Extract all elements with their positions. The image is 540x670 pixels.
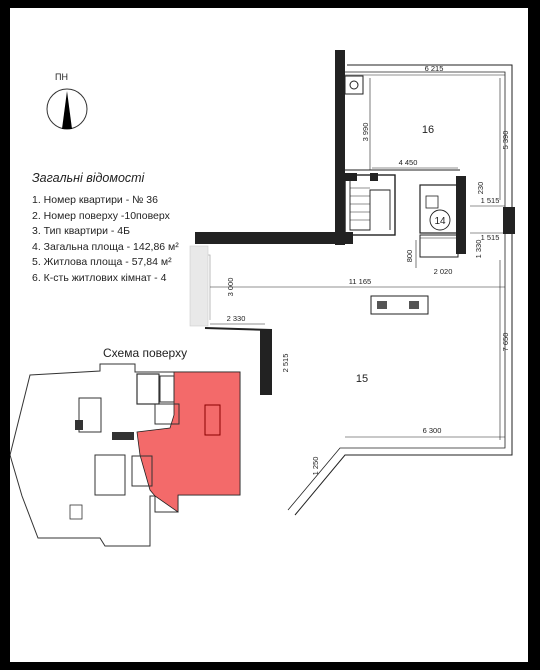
dim-2515: 2 515	[281, 354, 290, 373]
wall-block	[370, 173, 378, 181]
sink-icon	[377, 301, 387, 309]
info-item: 5. Житлова площа - 57,84 м²	[32, 256, 172, 269]
dim-1330: 1 330	[474, 240, 483, 259]
main-plan	[189, 50, 515, 516]
scheme-wall-block	[112, 432, 134, 440]
dim-1515b: 1 515	[481, 233, 500, 242]
scheme-small-room	[69, 504, 83, 520]
dim-3990: 3 990	[361, 123, 370, 142]
wall-right-stub	[503, 207, 515, 234]
hob-icon	[409, 301, 419, 309]
info-item: 2. Номер поверху -10поверх	[32, 209, 170, 222]
north-arrow-icon	[62, 91, 72, 129]
room-label-14: 14	[434, 216, 446, 227]
room-label-15: 15	[356, 373, 368, 385]
entrance-zone	[189, 245, 209, 327]
dim-3000: 3 000	[226, 278, 235, 297]
scheme-lift	[159, 375, 175, 403]
dim-6215: 6 215	[425, 64, 444, 73]
compass-label: ПН	[55, 72, 68, 82]
dim-7650: 7 650	[501, 333, 510, 352]
apartment-highlight	[136, 371, 241, 513]
scheme-room-lower	[94, 454, 126, 496]
dim-5390: 5 390	[501, 131, 510, 150]
info-item: 4. Загальна площа - 142,86 м²	[32, 240, 179, 253]
outer-boundary	[294, 64, 513, 516]
wall-vertical-lower	[260, 330, 272, 395]
info-item: 1. Номер квартири - № 36	[32, 194, 158, 206]
room-label-16: 16	[422, 124, 434, 136]
room-marker-14	[429, 209, 451, 231]
floor-outline	[10, 363, 241, 547]
stair-flights	[349, 180, 391, 231]
room-14-bath	[419, 184, 459, 234]
info-item: 3. Тип квартири - 4Б	[32, 225, 131, 238]
scheme-room-left	[78, 397, 102, 433]
dim-11165: 11 165	[349, 277, 371, 286]
scheme-title: Схема поверху	[103, 346, 188, 360]
floor-plan-drawing: ПН	[10, 50, 515, 547]
wash-basin-icon	[425, 195, 439, 209]
scheme-wall-block	[75, 420, 83, 430]
wall-vertical-upper	[335, 50, 345, 245]
chimney-symbol	[344, 75, 364, 95]
general-info: Загальні відомості 1. Номер квартири - №…	[32, 171, 179, 287]
floor-plan-sheet: ПН	[10, 8, 528, 662]
dim-1250: 1 250	[311, 457, 320, 476]
scheme-lobby	[154, 403, 180, 425]
kitchen-island	[370, 295, 429, 315]
dim-1515a: 1 515	[481, 196, 500, 205]
wall-horizontal-left	[195, 232, 353, 244]
scheme-stair-lower	[131, 455, 153, 487]
info-title: Загальні відомості	[32, 171, 145, 185]
compass: ПН	[46, 72, 88, 130]
dim-230: 230	[476, 182, 485, 195]
scheme-red-stair	[204, 404, 221, 436]
info-item: 6. К-сть житлових кімнат - 4	[32, 271, 167, 284]
wall-right-utility	[456, 176, 466, 254]
dim-2330: 2 330	[227, 314, 246, 323]
room-labels: 16 14 15	[356, 124, 451, 385]
dimension-labels: 6 215 3 990 5 390 4 450 230 1 515 1 515 …	[226, 64, 510, 475]
dim-4450: 4 450	[399, 158, 418, 167]
chimney-icon	[349, 80, 359, 90]
inner-boundary	[287, 71, 506, 511]
dim-2020: 2 020	[434, 267, 453, 276]
scheme-stair-core	[136, 373, 160, 405]
dim-6300: 6 300	[423, 426, 442, 435]
wall-block	[343, 173, 357, 181]
wall-partition	[204, 327, 273, 331]
floor-scheme	[10, 363, 241, 547]
dim-800: 800	[405, 250, 414, 263]
